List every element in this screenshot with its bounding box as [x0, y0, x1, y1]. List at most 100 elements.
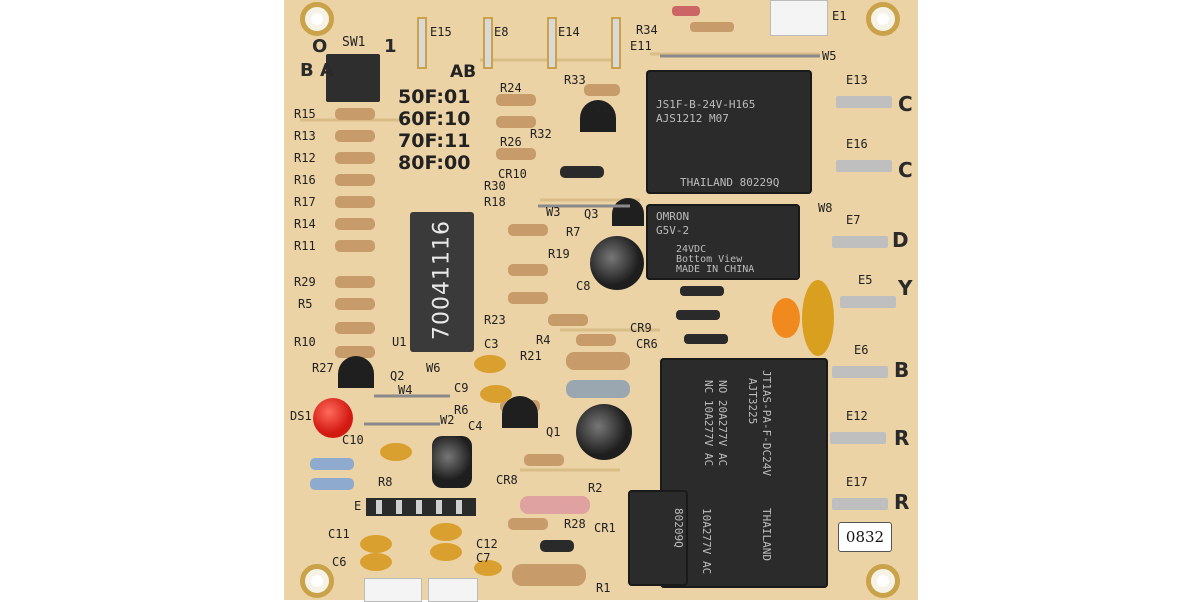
terminal-pin [832, 236, 888, 248]
relay-middle-line: 24VDC [676, 244, 707, 255]
component-label: C7 [476, 551, 491, 565]
relay-bottom-base [628, 490, 688, 586]
terminal-letter: R [894, 426, 910, 450]
table-row: 50F:01 [398, 86, 471, 108]
component-label: R32 [530, 127, 552, 141]
component-label: R6 [454, 403, 469, 417]
terminal-pin [832, 498, 888, 510]
resistor-label: R16 [294, 173, 316, 187]
relay-bottom-line: NC 10A277V AC [702, 380, 715, 467]
component-label: R4 [536, 333, 551, 347]
top-label: E1 [832, 9, 847, 23]
component-label: R23 [484, 313, 506, 327]
relay-bottom-line: AJT3225 [746, 378, 759, 425]
resistor-label: R14 [294, 217, 316, 231]
terminal-pin [830, 432, 886, 444]
relay-top [646, 70, 812, 194]
top-label: W5 [822, 49, 837, 63]
component-label: R26 [500, 135, 522, 149]
terminal-name: E5 [858, 273, 873, 287]
switch-name: SW1 [342, 35, 366, 50]
component-label: R2 [588, 481, 603, 495]
terminal-pin [836, 160, 892, 172]
resistor-label: R17 [294, 195, 316, 209]
terminal-letter: B [894, 358, 910, 382]
relay-bottom-line: NO 20A277V AC [716, 380, 729, 467]
top-label: E11 [630, 39, 652, 53]
component-label: E [354, 499, 362, 513]
switch-rows: B A [300, 60, 334, 81]
component-label: Q1 [546, 425, 561, 439]
date-sticker: 0832 [838, 522, 892, 552]
relay-bottom-line: 80209Q [672, 508, 685, 548]
component-label: R7 [566, 225, 581, 239]
top-label: E8 [494, 25, 509, 39]
terminal-letter: Y [898, 276, 913, 300]
component-label: R24 [500, 81, 522, 95]
electrolytic-capacitor [590, 236, 644, 290]
component-label: C9 [454, 381, 469, 395]
terminal-letter: C [898, 158, 913, 182]
terminal-pin [836, 96, 892, 108]
terminal-pin [832, 366, 888, 378]
component-label: C8 [576, 279, 591, 293]
terminal-letter: C [898, 92, 913, 116]
component-label: R8 [378, 475, 393, 489]
resistor-label: R29 [294, 275, 316, 289]
relay-middle-line: MADE IN CHINA [676, 264, 755, 275]
electrolytic-capacitor [432, 436, 472, 488]
resistor-label: R15 [294, 107, 316, 121]
relay-top-line: AJS1212 M07 [656, 112, 729, 125]
component-label: W1 [594, 101, 609, 115]
top-label: E14 [558, 25, 580, 39]
component-label: CR8 [496, 473, 518, 487]
ic-marking: 70041116 [429, 220, 455, 340]
terminal-name: E17 [846, 475, 868, 489]
terminal-pin [840, 296, 896, 308]
mounting-hole-top-left [300, 2, 334, 36]
ic-chip [410, 212, 474, 352]
relay-bottom-line: 10A277V AC [700, 508, 713, 575]
relay-top-line: JS1F-B-24V-H165 [656, 98, 756, 111]
component-label: C10 [342, 433, 364, 447]
resistor-label: R13 [294, 129, 316, 143]
terminal-letter: R [894, 490, 910, 514]
relay-top-line: THAILAND 80229Q [680, 176, 780, 189]
component-label: R28 [564, 517, 586, 531]
relay-middle-ref: W8 [818, 201, 833, 215]
relay-bottom-line: JT1AS-PA-F-DC24V [760, 370, 773, 476]
component-label: W2 [440, 413, 455, 427]
mounting-hole-top-right [866, 2, 900, 36]
terminal-name: E13 [846, 73, 868, 87]
switch-side-left: O [312, 36, 328, 57]
component-label: CR6 [636, 337, 658, 351]
component-label: Q2 [390, 369, 405, 383]
status-led [313, 398, 353, 438]
switch-side-right: 1 [384, 36, 397, 57]
component-label: C12 [476, 537, 498, 551]
component-label: W4 [398, 383, 413, 397]
relay-middle [646, 204, 800, 280]
ic-label: U1 [392, 335, 407, 349]
dip-switch [326, 54, 380, 102]
table-row: 60F:10 [398, 108, 471, 130]
terminal-name: E6 [854, 343, 869, 357]
terminal-name: E7 [846, 213, 861, 227]
component-label: DS1 [290, 409, 312, 423]
mounting-hole-bottom-right [866, 564, 900, 598]
component-label: R33 [564, 73, 586, 87]
bottom-connector [364, 578, 422, 602]
resistor-label: R11 [294, 239, 316, 253]
electrolytic-capacitor [576, 404, 632, 460]
component-label: R18 [484, 195, 506, 209]
relay-bottom [660, 358, 828, 588]
relay-middle-line: Bottom View [676, 254, 743, 265]
component-label: R30 [484, 179, 506, 193]
bottom-connector [428, 578, 478, 602]
terminal-name: E16 [846, 137, 868, 151]
relay-middle-line: OMRON [656, 210, 690, 223]
relay-middle-line: G5V-2 [656, 224, 690, 237]
switch-col-label: AB [450, 62, 477, 82]
resistor-label: R5 [298, 297, 313, 311]
component-label: CR1 [594, 521, 616, 535]
